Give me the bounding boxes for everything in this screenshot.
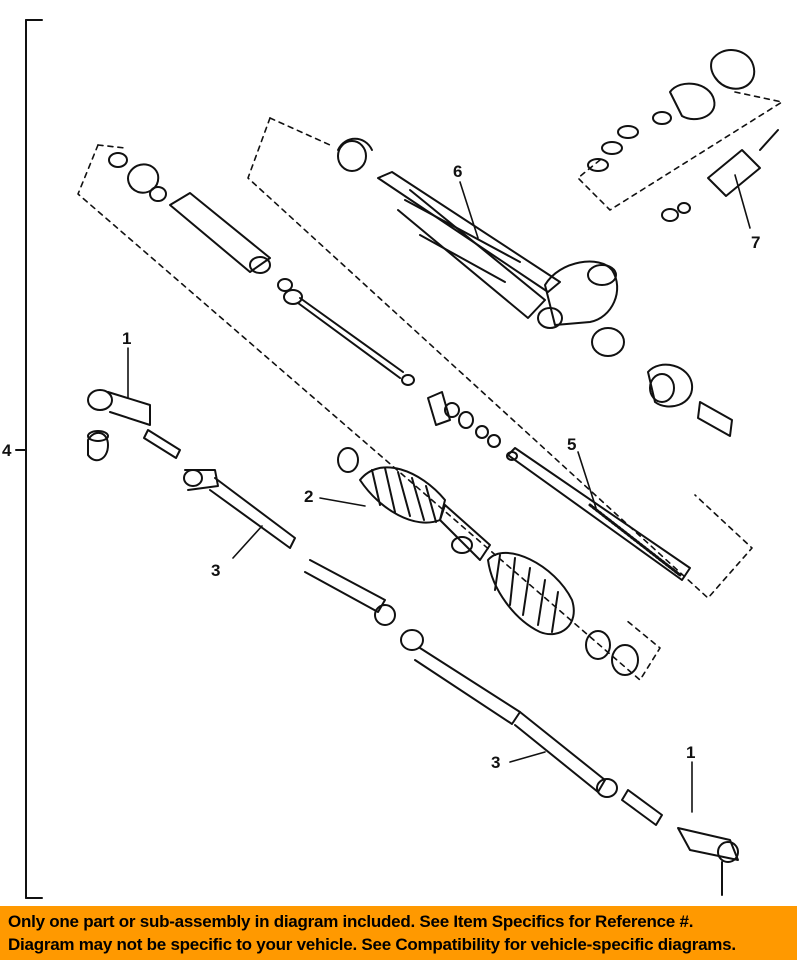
callout-housing: 6 bbox=[453, 162, 462, 181]
callout-assembly: 4 bbox=[2, 441, 12, 460]
notice-line-2: Diagram may not be specific to your vehi… bbox=[8, 935, 736, 954]
rack-housing bbox=[337, 137, 625, 357]
seal-stack bbox=[401, 374, 501, 448]
callout-pinion: 7 bbox=[751, 233, 760, 252]
callout-tie-rod-end-left: 1 bbox=[122, 329, 131, 348]
assembly-bracket bbox=[15, 19, 43, 899]
inner-linkage bbox=[374, 604, 521, 725]
callout-tie-rod-right: 3 bbox=[491, 753, 500, 772]
tie-rod-left bbox=[183, 469, 386, 613]
callout-rack: 5 bbox=[567, 435, 576, 454]
tie-rod-end-left bbox=[87, 389, 151, 462]
adjuster-left bbox=[143, 429, 181, 459]
callout-tie-rod-end-right: 1 bbox=[686, 743, 695, 762]
notice-banner: Only one part or sub-assembly in diagram… bbox=[0, 906, 797, 960]
callout-boot: 2 bbox=[304, 487, 313, 506]
leader-lines bbox=[127, 174, 751, 813]
group-outlines bbox=[77, 91, 783, 681]
rack bbox=[506, 447, 691, 581]
tie-rod-end-right bbox=[677, 827, 739, 896]
notice-line-1: Only one part or sub-assembly in diagram… bbox=[8, 912, 694, 931]
end-cap bbox=[647, 363, 733, 437]
tie-rod-right bbox=[514, 711, 663, 826]
steering-rack-exploded-diagram: 4 1 2 3 6 5 7 3 1 bbox=[2, 19, 783, 899]
callout-tie-rod-left: 3 bbox=[211, 561, 220, 580]
pinion bbox=[587, 49, 779, 222]
inner-tube bbox=[108, 152, 404, 379]
boot bbox=[337, 447, 639, 676]
